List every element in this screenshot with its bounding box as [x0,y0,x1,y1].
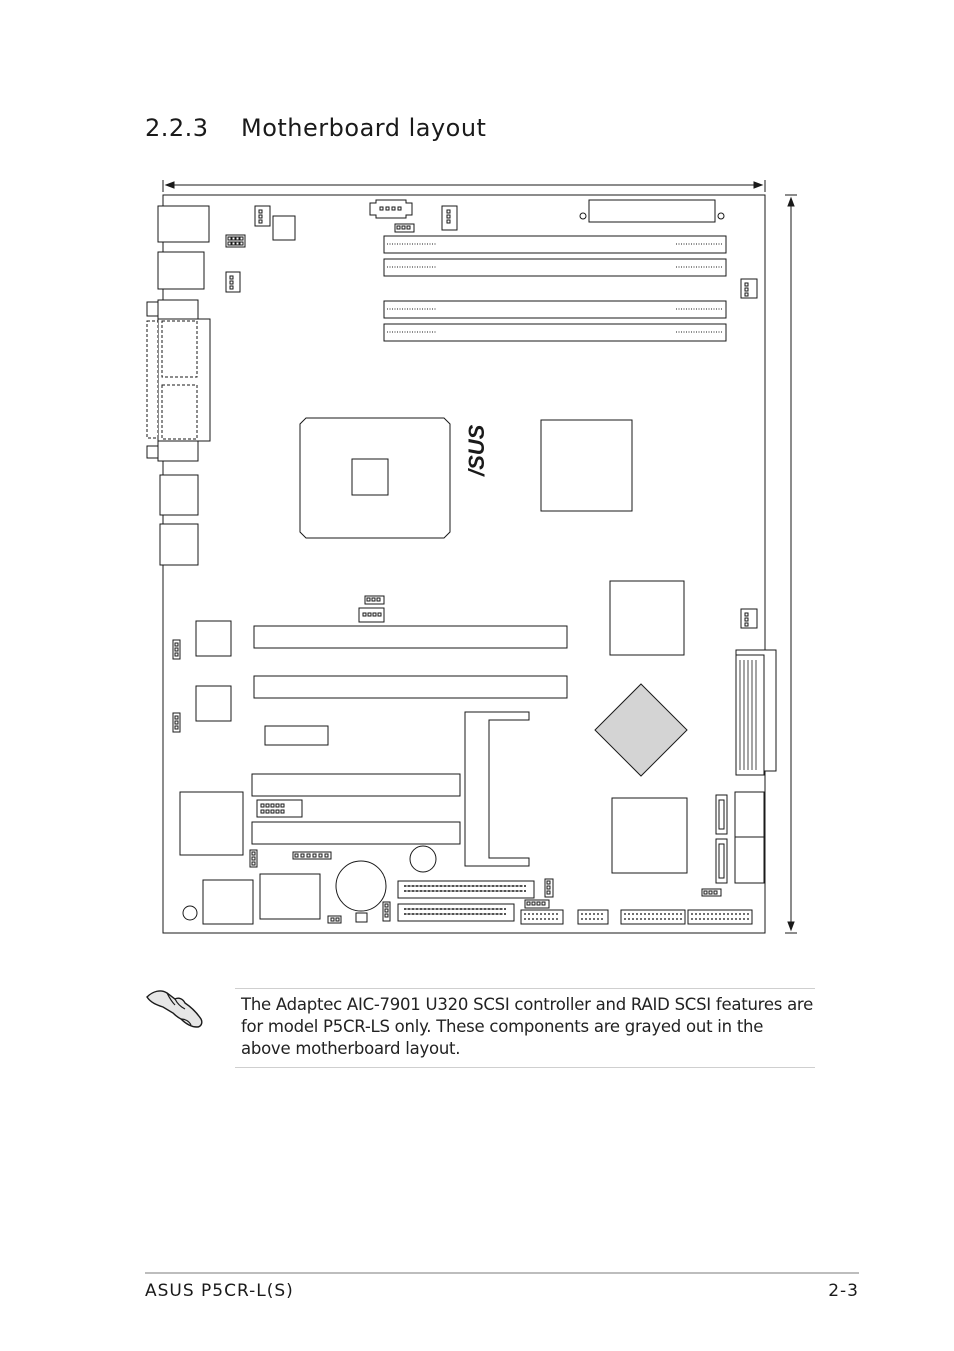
dimm-slots [383,235,727,342]
motherboard-layout-diagram: /SUS [146,180,797,934]
note-top-rule [235,988,815,989]
ide-connectors [397,880,535,922]
bottom-left-components [179,791,437,925]
sata-connectors [701,791,765,897]
scsi-controller-chip-greyed [594,683,688,777]
fan-headers [358,595,758,629]
width-dimension-arrow [162,180,766,192]
footer-page-number: 2-3 [828,1281,859,1301]
left-components [172,620,232,733]
footer-rule [145,1272,859,1274]
pointing-hand-icon [146,990,203,1028]
southbridge-chip [609,580,685,656]
footer-product: ASUS P5CR-L(S) [145,1281,294,1301]
pcix-bracket [464,711,530,867]
note-text: The Adaptec AIC-7901 U320 SCSI controlle… [241,995,814,1058]
section-title: Motherboard layout [241,114,487,142]
rear-io-panel [146,205,211,566]
section-heading: 2.2.3 Motherboard layout [145,114,486,142]
height-dimension-arrow [785,194,797,934]
top-headers [225,199,758,299]
section-number: 2.2.3 [145,114,209,142]
pci-slots [251,625,568,845]
northbridge-chip [540,419,633,512]
note-box: The Adaptec AIC-7901 U320 SCSI controlle… [145,985,815,1069]
scsi-connector [735,649,777,776]
asus-logo: /SUS [464,424,489,477]
io-controller-chip [611,797,688,874]
bottom-headers [520,878,753,925]
note-bottom-rule [235,1067,815,1068]
cpu-socket [299,417,451,539]
